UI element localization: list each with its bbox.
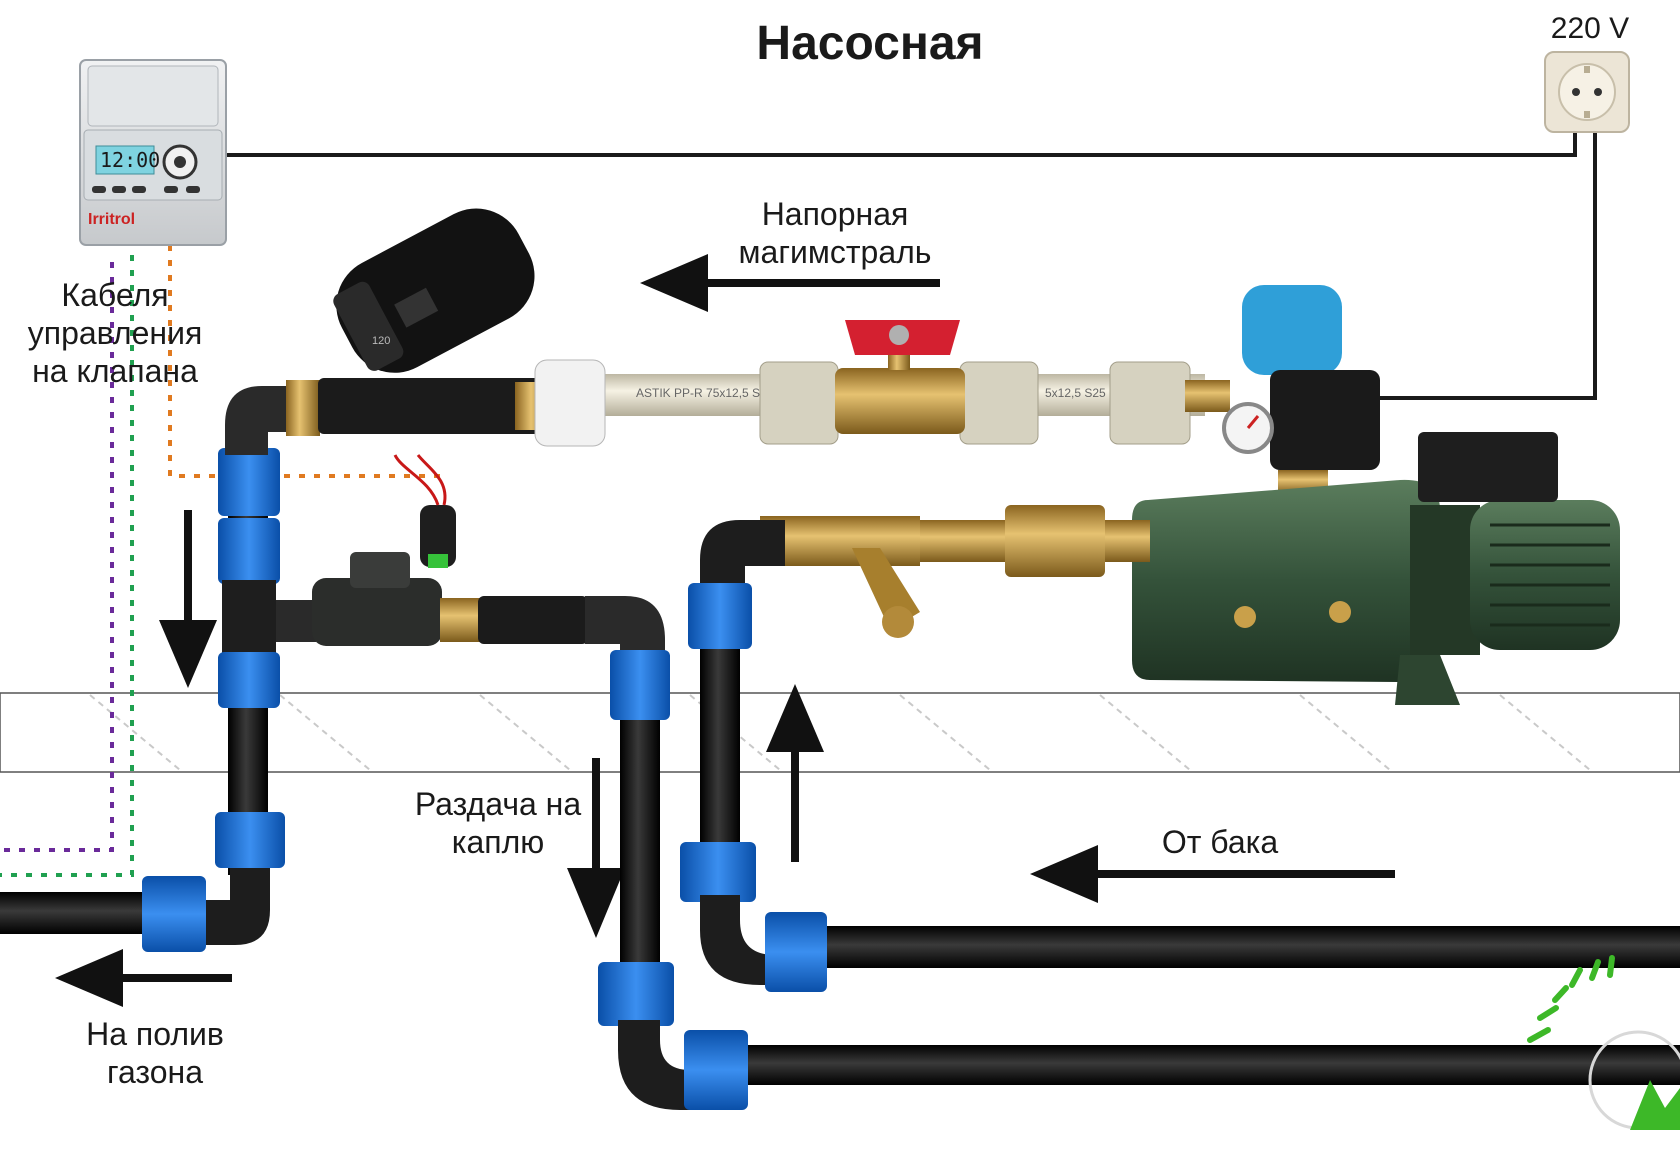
coupling xyxy=(218,518,280,584)
terminal-box xyxy=(1418,432,1558,502)
cable-green xyxy=(0,240,134,877)
company-logo xyxy=(1527,955,1680,1130)
coupling xyxy=(215,812,285,868)
label-drip-distribution: Раздача на каплю xyxy=(398,785,598,861)
disc-filter xyxy=(318,208,555,434)
tee-fitting xyxy=(222,580,276,656)
union xyxy=(534,359,606,447)
coupling xyxy=(610,650,670,720)
arrow-down-left xyxy=(159,510,217,688)
suction-line xyxy=(680,583,827,992)
check-valve xyxy=(1005,505,1105,577)
label-from-tank: От бака xyxy=(1161,824,1279,860)
pump xyxy=(1132,432,1620,705)
coupling xyxy=(218,652,280,708)
label-pressure-main: Напорная магимстраль xyxy=(700,195,970,271)
arrow-down-drip xyxy=(567,758,625,938)
coupling xyxy=(688,583,752,649)
underground-pipes xyxy=(0,892,1680,1085)
coupling xyxy=(680,842,756,902)
coupling xyxy=(598,962,674,1026)
pipe-print-left: ASTIK PP-R 75x12,5 S xyxy=(636,386,761,400)
label-line: каплю xyxy=(451,824,545,860)
label-line: управления xyxy=(27,315,203,351)
ball-valve xyxy=(835,320,965,434)
coupling xyxy=(142,876,206,952)
pipe-drip-out xyxy=(745,1045,1680,1085)
pipe-from-tank xyxy=(810,926,1680,968)
control-cables xyxy=(0,240,448,877)
controller-brand: Irritrol xyxy=(88,211,136,228)
pipe-print-right: 5x12,5 S25 xyxy=(1045,386,1106,400)
drip-line xyxy=(276,454,748,1110)
elbow-brass xyxy=(225,380,320,455)
power-cable xyxy=(226,132,1597,400)
label-line: Раздача на xyxy=(414,786,582,822)
suction-fittings xyxy=(700,505,1150,638)
coupling xyxy=(684,1030,748,1110)
arrows xyxy=(55,254,1395,1007)
page-title: Насосная xyxy=(756,17,984,70)
label-line: на клапана xyxy=(32,353,198,389)
label-line: На полив xyxy=(86,1016,224,1052)
solenoid-valve xyxy=(312,454,456,646)
label-line: газона xyxy=(107,1054,203,1090)
lawn-line xyxy=(142,448,285,952)
motor xyxy=(1470,500,1620,650)
filter-print: 120 xyxy=(372,335,391,347)
label-control-cables: Кабеля управления на клапана xyxy=(10,276,220,390)
union xyxy=(759,361,839,445)
power-outlet xyxy=(1544,51,1630,133)
pipe-lawn-out xyxy=(0,892,160,934)
pressure-main-pipe xyxy=(534,320,1230,447)
label-line: Напорная xyxy=(761,196,909,232)
cable-orange xyxy=(168,245,448,478)
arrow-up-pump xyxy=(766,684,824,862)
power-label: 220 V xyxy=(1550,12,1630,45)
label-line: магимстраль xyxy=(738,234,932,270)
controller-display xyxy=(95,145,155,175)
ground-strip xyxy=(0,692,1680,773)
union xyxy=(959,361,1039,445)
arrow-from-tank xyxy=(1030,845,1395,903)
pressure-switch xyxy=(1222,285,1380,494)
coupling xyxy=(218,448,280,516)
controller-display-text: 12:00 xyxy=(100,148,161,172)
cable-purple xyxy=(0,262,114,852)
irrigation-controller xyxy=(79,59,227,246)
arrow-lawn xyxy=(55,949,232,1007)
label-line: Кабеля xyxy=(61,277,169,313)
union xyxy=(1109,361,1191,445)
label-lawn-irrigation: На полив газона xyxy=(60,1015,250,1091)
coupling xyxy=(765,912,827,992)
arrow-pressure-main xyxy=(640,254,940,312)
